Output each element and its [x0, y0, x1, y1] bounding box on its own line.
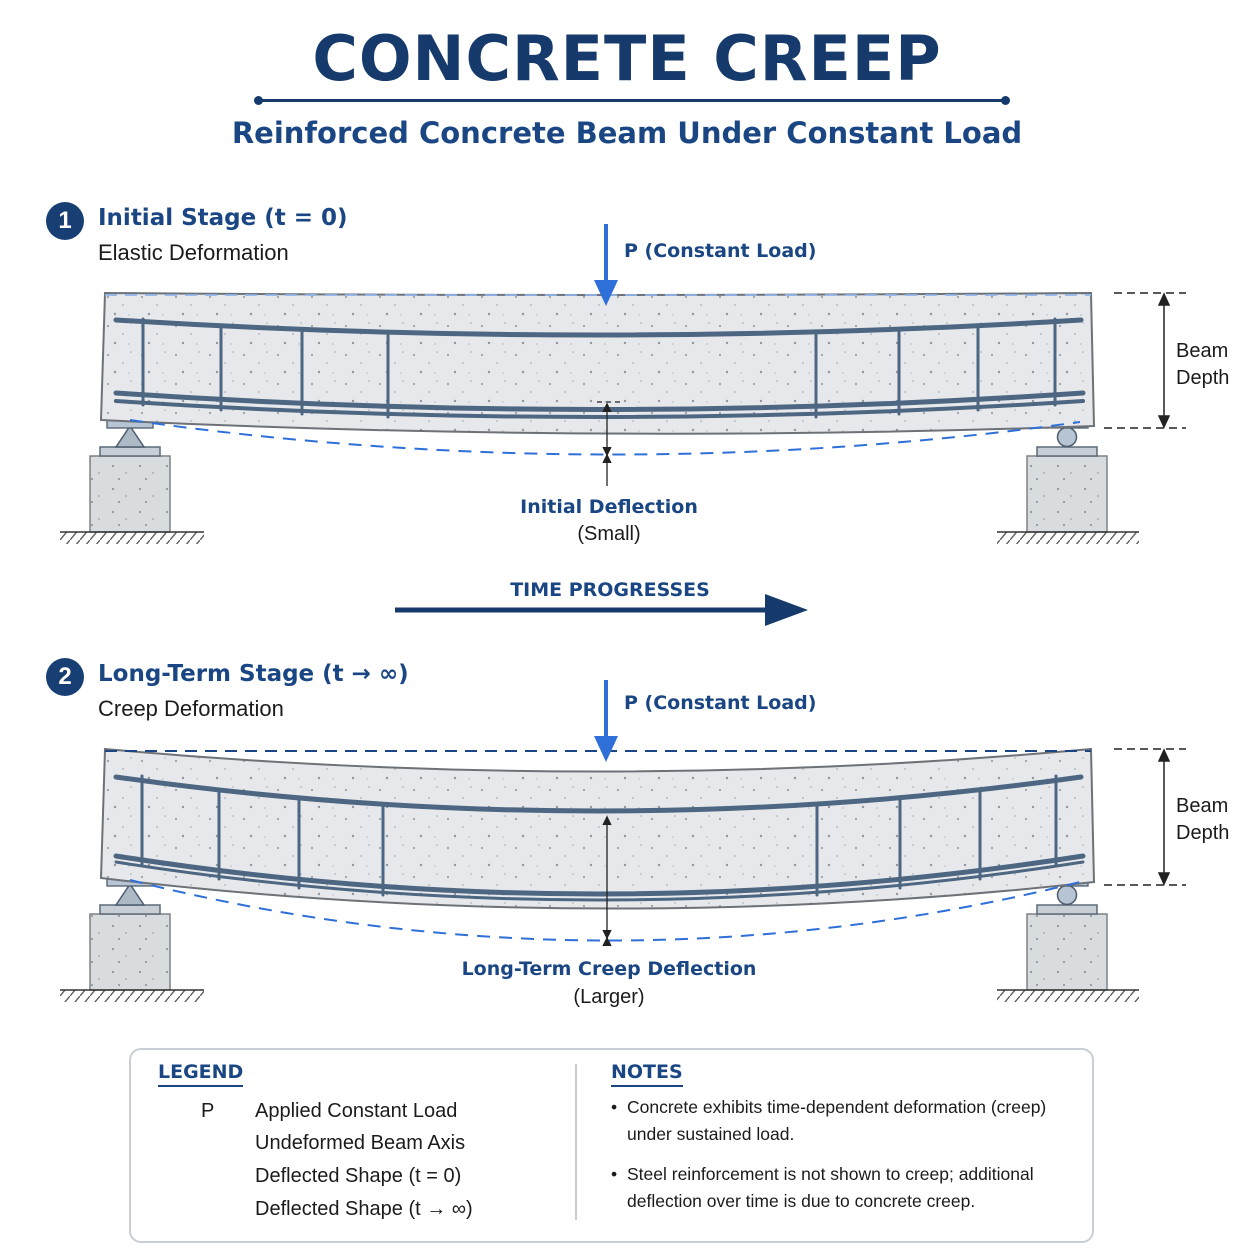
stage2-number-badge: 2	[46, 658, 84, 696]
load-arrow-1	[594, 224, 618, 306]
initial-deflection-note: (Small)	[577, 523, 641, 545]
depth-label-line2: Depth	[1176, 822, 1230, 844]
legend-item-label: Undeformed Beam Axis	[255, 1132, 466, 1154]
note-text: Concrete exhibits time-dependent deforma…	[627, 1097, 1047, 1144]
reinforcement-cage	[113, 317, 1086, 419]
initial-deflection-dimension	[597, 401, 622, 486]
left-support	[60, 418, 204, 544]
legend-heading: LEGEND	[158, 1061, 244, 1087]
stage2-depth-label: Beam Depth	[1176, 793, 1229, 847]
legend-item-label: Deflected Shape (t = 0)	[255, 1165, 462, 1187]
time-progresses-label: TIME PROGRESSES	[510, 579, 710, 601]
stage1-title: Initial Stage (t = 0)	[98, 205, 348, 231]
creep-deflection-label: Long-Term Creep Deflection	[461, 958, 757, 980]
stage1-diagram	[60, 224, 1186, 544]
page-subtitle: Reinforced Concrete Beam Under Constant …	[231, 116, 1023, 150]
note-item: • Concrete exhibits time-dependent defor…	[611, 1094, 1073, 1148]
legend-item-label: Applied Constant Load	[255, 1100, 458, 1122]
beam-depth-dimension-1	[1104, 292, 1186, 429]
page-title: CONCRETE CREEP	[312, 22, 942, 95]
stage1-subtitle: Elastic Deformation	[98, 240, 289, 265]
beam-body	[99, 291, 1096, 435]
left-support-2	[60, 876, 204, 1002]
creep-deflection-dimension	[602, 815, 612, 947]
deflected-shape-t0	[129, 419, 1081, 456]
initial-deflection-label: Initial Deflection	[520, 496, 698, 518]
depth-label-line1: Beam	[1176, 340, 1229, 362]
reinforcement-cage-2	[113, 774, 1086, 902]
bullet-icon: •	[611, 1164, 618, 1184]
deflected-shape-tinf	[129, 879, 1081, 942]
load-arrow-2	[594, 680, 618, 762]
panel-divider	[575, 1064, 577, 1220]
creep-deflection-note: (Larger)	[573, 986, 645, 1008]
stage1-load-label: P (Constant Load)	[624, 240, 817, 262]
note-text: Steel reinforcement is not shown to cree…	[627, 1164, 1034, 1211]
depth-label-line2: Depth	[1176, 367, 1230, 389]
bullet-icon: •	[611, 1097, 618, 1117]
stage2-subtitle: Creep Deformation	[98, 696, 284, 721]
beam-body-2	[99, 747, 1096, 910]
notes-heading: NOTES	[611, 1061, 683, 1087]
stage1-depth-label: Beam Depth	[1176, 338, 1229, 392]
title-divider	[254, 96, 1010, 105]
note-item: • Steel reinforcement is not shown to cr…	[611, 1161, 1073, 1215]
depth-label-line1: Beam	[1176, 795, 1229, 817]
time-progress-arrow	[395, 594, 808, 626]
stage1-number-badge: 1	[46, 202, 84, 240]
beam-depth-dimension-2	[1104, 748, 1186, 886]
stage2-load-label: P (Constant Load)	[624, 692, 817, 714]
legend-load-symbol: P	[201, 1100, 215, 1122]
stage2-title: Long-Term Stage (t → ∞)	[98, 661, 409, 687]
right-support-2	[997, 876, 1139, 1002]
stage2-diagram	[60, 680, 1186, 1002]
legend-item-label: Deflected Shape (t → ∞)	[255, 1198, 473, 1220]
legend-notes-panel	[129, 1048, 1094, 1243]
right-support	[997, 418, 1139, 544]
